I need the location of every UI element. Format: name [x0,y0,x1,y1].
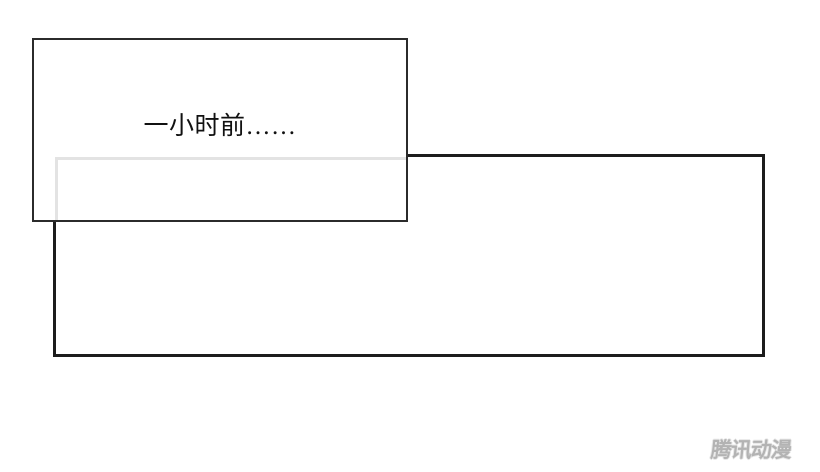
caption-panel [32,38,408,222]
tencent-comics-watermark: 腾讯动漫 [709,438,793,462]
caption-text: 一小时前…… [143,113,297,140]
